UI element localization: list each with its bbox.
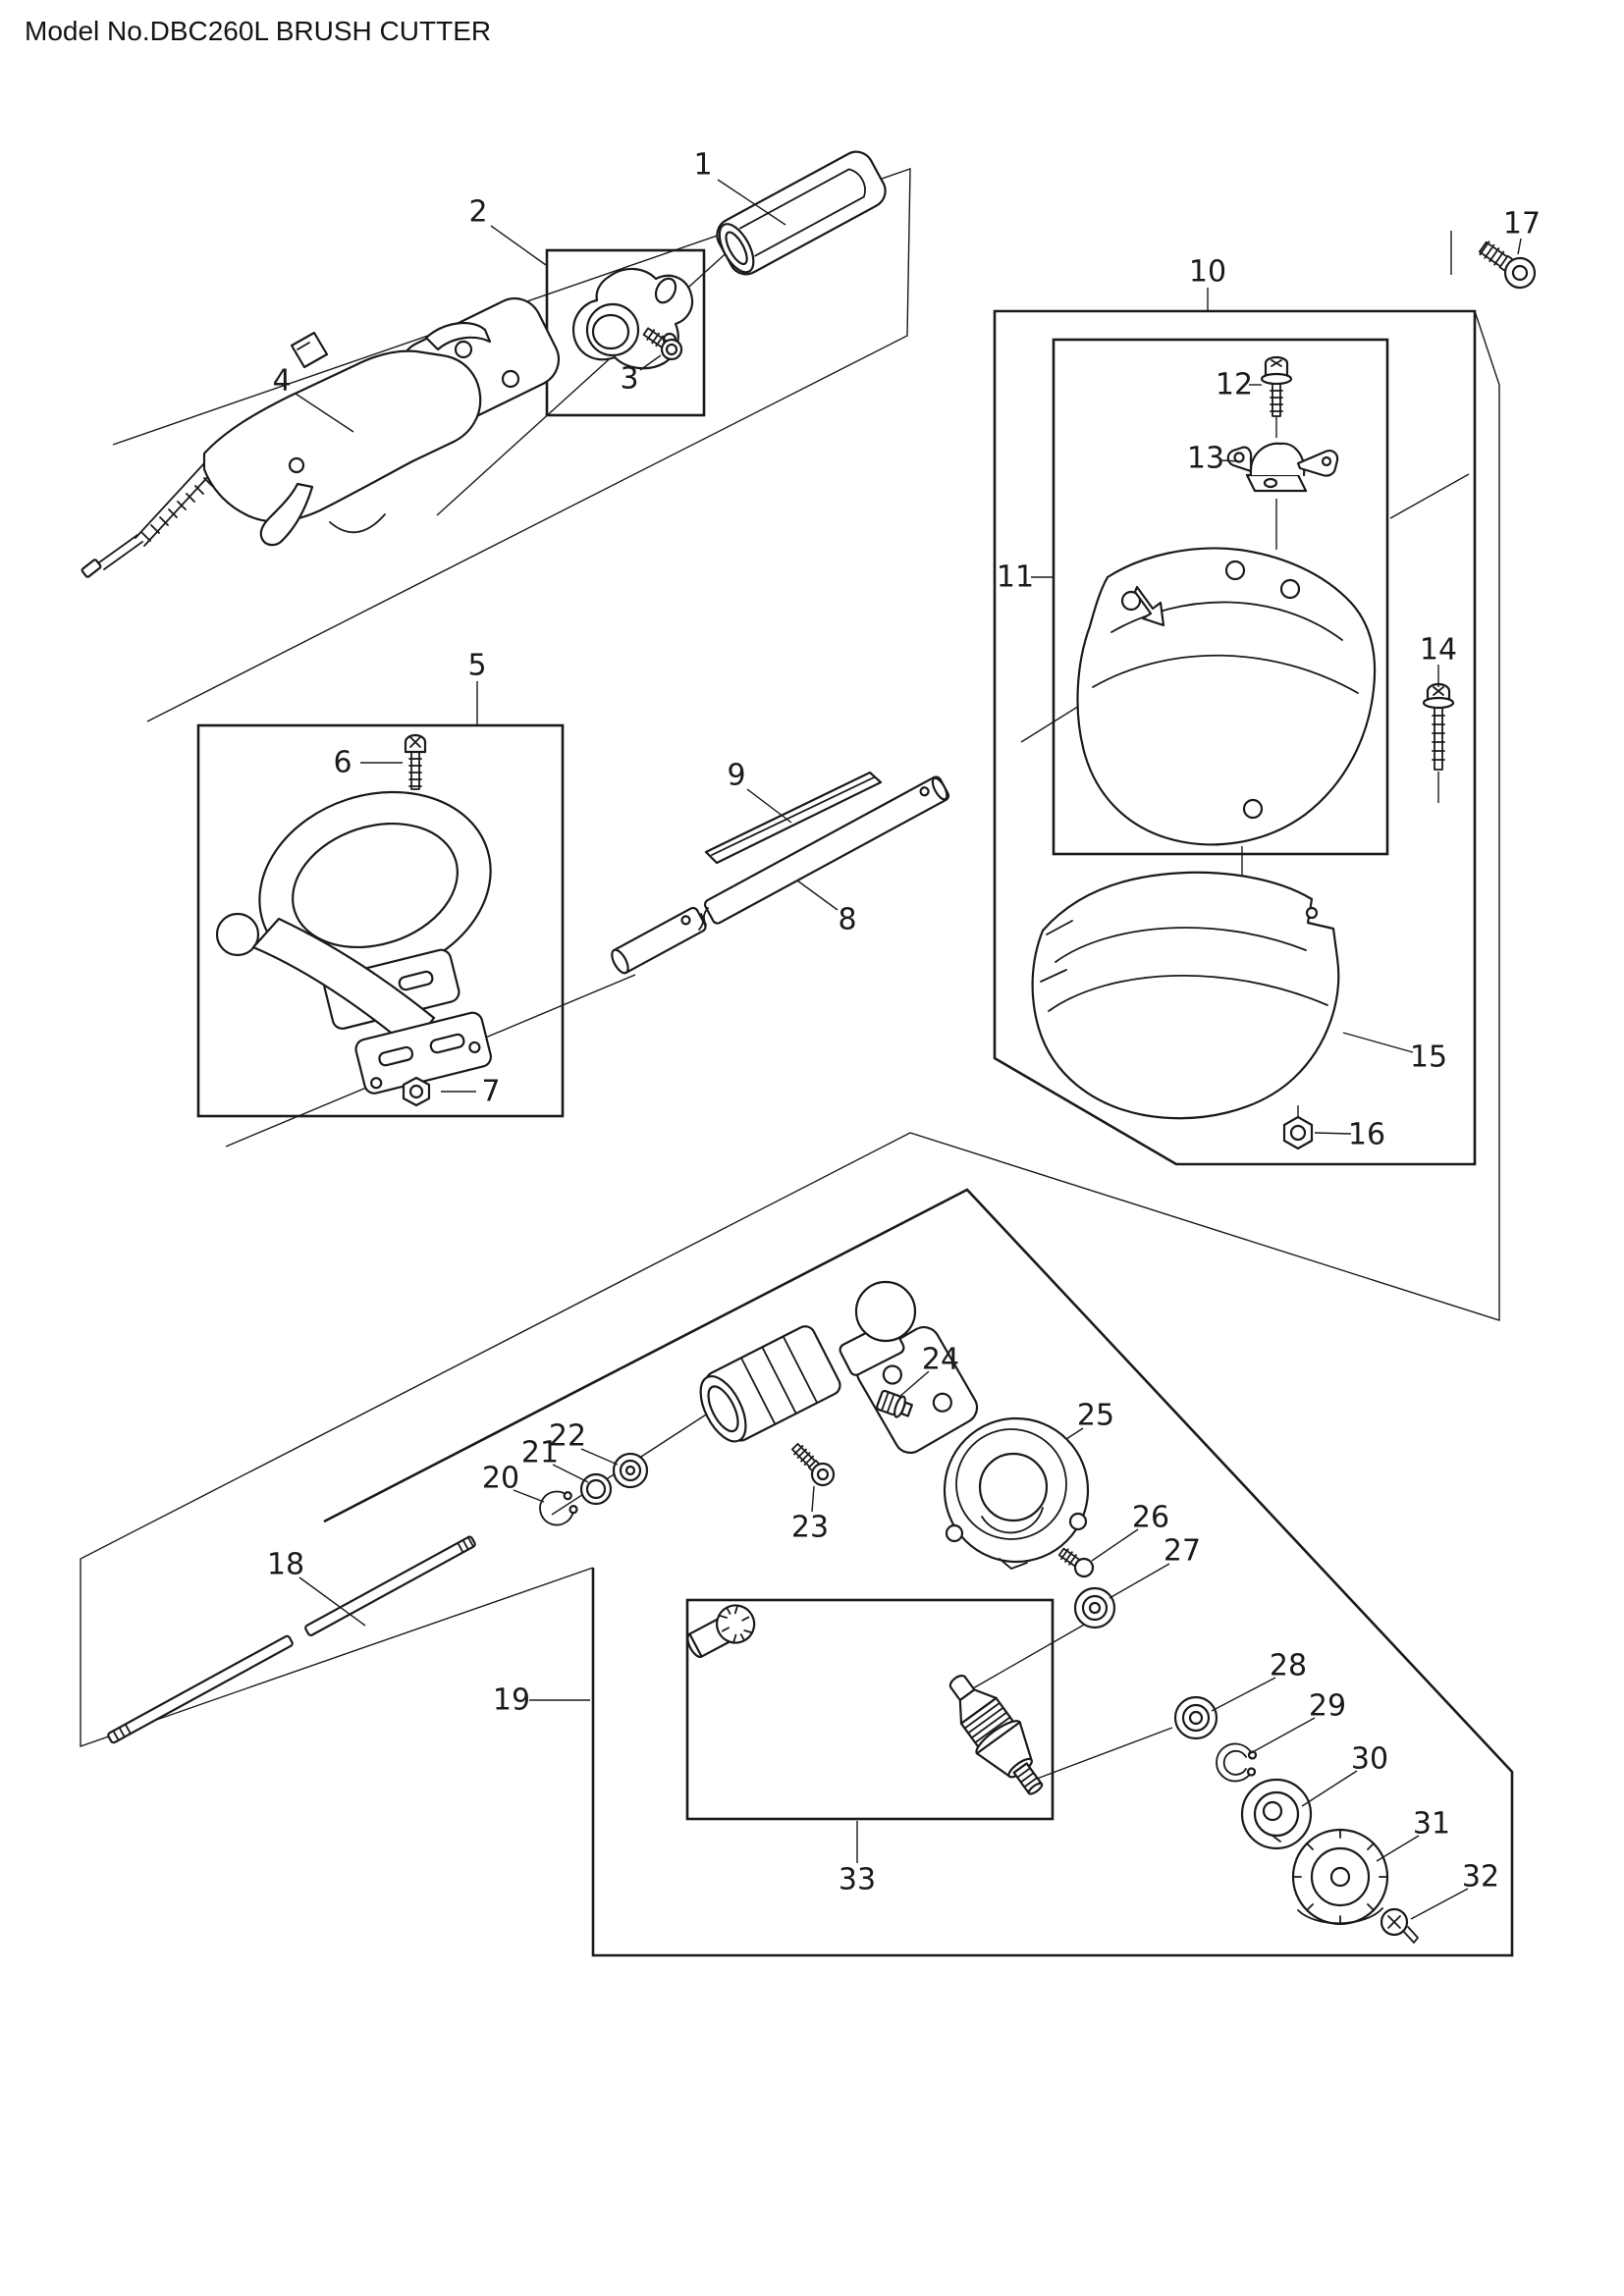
leader-line-31 bbox=[1376, 1835, 1420, 1862]
part-25-drum-plate bbox=[943, 1416, 1090, 1570]
page-title: Model No.DBC260L BRUSH CUTTER bbox=[25, 16, 492, 46]
part-7-nut bbox=[402, 1076, 431, 1107]
part-6-screw bbox=[404, 733, 427, 790]
part-29-snap-ring bbox=[1216, 1742, 1258, 1783]
part-label-20: 20 bbox=[482, 1462, 519, 1496]
part-label-9: 9 bbox=[727, 759, 745, 793]
part-label-1: 1 bbox=[693, 148, 712, 183]
part-label-17: 17 bbox=[1503, 207, 1541, 241]
part-label-10: 10 bbox=[1189, 255, 1226, 290]
part-21-washer bbox=[579, 1472, 613, 1506]
part-label-25: 25 bbox=[1077, 1399, 1114, 1433]
part-label-12: 12 bbox=[1216, 368, 1253, 402]
part-22-bearing bbox=[612, 1452, 649, 1489]
part-33-pinion bbox=[686, 1604, 756, 1659]
leader-line-28 bbox=[1211, 1677, 1276, 1712]
leader-line-9 bbox=[746, 788, 792, 824]
leader-line-30 bbox=[1301, 1770, 1358, 1807]
part-5-loop-handle bbox=[215, 790, 493, 1095]
part-17-bolt bbox=[1478, 240, 1537, 290]
part-2-clamp bbox=[571, 267, 694, 370]
part-16-nut bbox=[1282, 1115, 1314, 1150]
part-4-handle-assembly bbox=[81, 297, 560, 578]
part-28-bearing bbox=[1173, 1695, 1218, 1740]
leader-line-25 bbox=[1065, 1427, 1084, 1440]
leader-line-3 bbox=[639, 354, 662, 371]
part-8-pipe bbox=[611, 775, 950, 975]
leader-line-13 bbox=[1220, 459, 1240, 462]
part-label-28: 28 bbox=[1270, 1649, 1307, 1683]
part-drawings bbox=[81, 150, 1537, 1944]
part-18-drive-shaft bbox=[107, 1535, 476, 1744]
part-32-screw bbox=[1380, 1907, 1419, 1944]
part-label-21: 21 bbox=[521, 1436, 559, 1470]
part-30-cup-washer bbox=[1240, 1778, 1313, 1850]
leader-line-18 bbox=[298, 1576, 366, 1627]
leader-line-16 bbox=[1314, 1132, 1352, 1135]
part-9-pipe-cover bbox=[704, 771, 883, 865]
leader-line-21 bbox=[552, 1464, 589, 1483]
leader-line-26 bbox=[1091, 1528, 1139, 1562]
leader-line-2 bbox=[490, 225, 547, 266]
part-33-spindle bbox=[948, 1674, 1044, 1795]
part-label-26: 26 bbox=[1132, 1501, 1169, 1535]
part-label-33: 33 bbox=[839, 1863, 876, 1897]
part-3-screw bbox=[642, 327, 683, 361]
part-label-30: 30 bbox=[1351, 1742, 1388, 1777]
part-11-protector bbox=[1076, 547, 1377, 846]
part-23-bolt bbox=[790, 1442, 836, 1487]
group-box-11 bbox=[1052, 338, 1389, 856]
leader-line-4 bbox=[295, 393, 354, 433]
part-label-15: 15 bbox=[1410, 1041, 1447, 1075]
part-label-7: 7 bbox=[481, 1075, 500, 1109]
leader-line-17 bbox=[1517, 238, 1522, 255]
part-label-31: 31 bbox=[1413, 1807, 1450, 1842]
part-label-29: 29 bbox=[1309, 1689, 1346, 1724]
part-1-grip bbox=[716, 150, 887, 276]
leader-line-29 bbox=[1248, 1717, 1316, 1755]
group-sheet-19 bbox=[323, 1188, 1514, 1957]
part-label-2: 2 bbox=[468, 195, 487, 230]
callout-layer: 1234567891011121314151617181920212223242… bbox=[267, 148, 1541, 1920]
part-label-4: 4 bbox=[272, 364, 291, 399]
group-box-5 bbox=[196, 723, 565, 1118]
leader-line-1 bbox=[717, 179, 786, 226]
part-label-8: 8 bbox=[838, 903, 856, 937]
part-label-3: 3 bbox=[620, 362, 638, 397]
part-label-27: 27 bbox=[1164, 1534, 1201, 1569]
part-label-16: 16 bbox=[1348, 1118, 1385, 1152]
part-label-6: 6 bbox=[333, 746, 352, 780]
part-24-plug bbox=[876, 1389, 913, 1418]
part-label-13: 13 bbox=[1187, 442, 1224, 476]
part-26-screw bbox=[1057, 1547, 1095, 1578]
leader-line-23 bbox=[811, 1485, 815, 1513]
part-12-bolt bbox=[1260, 355, 1293, 417]
leader-line-32 bbox=[1410, 1888, 1469, 1920]
part-20-snap-ring bbox=[539, 1490, 578, 1526]
part-label-5: 5 bbox=[467, 649, 486, 683]
part-31-spool-holder bbox=[1291, 1828, 1389, 1926]
part-label-24: 24 bbox=[922, 1343, 959, 1377]
part-label-18: 18 bbox=[267, 1548, 304, 1582]
part-label-11: 11 bbox=[997, 561, 1034, 595]
leader-line-22 bbox=[580, 1448, 619, 1466]
leader-line-24 bbox=[898, 1370, 930, 1398]
group-box-10 bbox=[993, 309, 1477, 1166]
part-14-screw bbox=[1422, 682, 1455, 771]
part-13-clamp bbox=[1226, 442, 1339, 493]
part-label-32: 32 bbox=[1462, 1860, 1499, 1895]
part-gear-case bbox=[699, 1280, 979, 1455]
leader-line-27 bbox=[1109, 1563, 1170, 1599]
part-label-23: 23 bbox=[791, 1511, 829, 1545]
part-label-14: 14 bbox=[1420, 633, 1457, 667]
leader-line-15 bbox=[1342, 1032, 1414, 1053]
group-box-33 bbox=[685, 1598, 1055, 1821]
part-label-22: 22 bbox=[549, 1419, 586, 1454]
leader-line-8 bbox=[796, 880, 839, 911]
part-label-19: 19 bbox=[493, 1683, 530, 1718]
part-15-protector-extension bbox=[1031, 871, 1340, 1120]
part-27-bearing bbox=[1073, 1586, 1116, 1629]
leader-line-20 bbox=[513, 1489, 545, 1503]
